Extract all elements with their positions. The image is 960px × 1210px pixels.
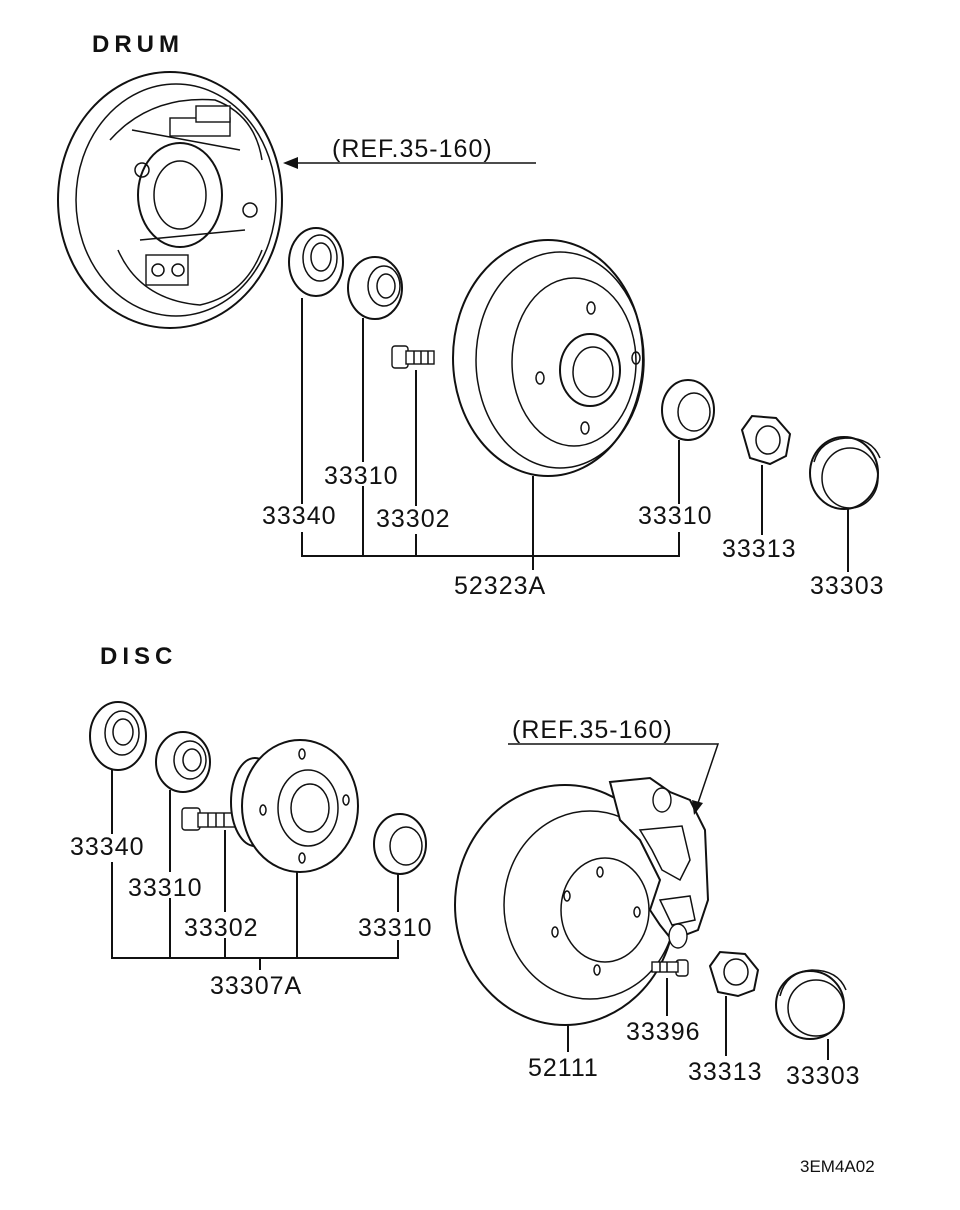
drum-assembly-bracket xyxy=(301,532,680,557)
disc-part-inner-bearing-label: 33310 xyxy=(128,874,203,902)
disc-hub-cap xyxy=(775,969,847,1040)
caliper-bolt xyxy=(651,959,689,977)
drum-part-inner-bearing-label: 33310 xyxy=(324,462,399,490)
drum-part-nut-label: 33313 xyxy=(722,535,797,563)
drum-backing-plate xyxy=(57,71,283,329)
drum-hub-cap xyxy=(809,436,881,510)
drum-ref-arrowhead xyxy=(283,157,298,169)
drum-hub-bolt xyxy=(391,345,435,369)
disc-inner-bearing xyxy=(155,731,211,793)
disc-part-cap-label: 33303 xyxy=(786,1062,861,1090)
disc-part-bolt-label: 33302 xyxy=(184,914,259,942)
disc-outer-bearing xyxy=(373,813,427,875)
disc-part-outer-bearing-label: 33310 xyxy=(358,914,433,942)
disc-hub xyxy=(230,739,359,873)
brake-drum xyxy=(452,239,645,477)
disc-part-rotor-label: 52111 xyxy=(528,1054,599,1082)
drum-part-cap-label: 33303 xyxy=(810,572,885,600)
drum-part-assembly-label: 52323A xyxy=(454,572,546,600)
drum-outer-bearing xyxy=(661,379,715,441)
figure-code: 3EM4A02 xyxy=(800,1157,875,1176)
brake-caliper xyxy=(608,776,710,949)
disc-hub-assembly-bracket xyxy=(111,862,399,959)
disc-ref-label: (REF.35-160) xyxy=(512,716,673,744)
disc-oil-seal xyxy=(89,701,147,771)
disc-header: DISC xyxy=(100,643,177,670)
disc-ref-leader xyxy=(508,743,720,807)
drum-hub-nut xyxy=(740,414,792,466)
drum-header: DRUM xyxy=(92,31,184,58)
disc-part-caliper-bolt-label: 33396 xyxy=(626,1018,701,1046)
drum-inner-bearing xyxy=(347,256,403,320)
disc-part-hub-assembly-label: 33307A xyxy=(210,972,302,1000)
drum-part-seal-label: 33340 xyxy=(262,502,337,530)
drum-oil-seal xyxy=(288,227,344,297)
drum-part-bolt-label: 33302 xyxy=(376,505,451,533)
drum-ref-label: (REF.35-160) xyxy=(332,135,493,163)
drum-part-outer-bearing-label: 33310 xyxy=(638,502,713,530)
disc-part-nut-label: 33313 xyxy=(688,1058,763,1086)
disc-ref-arrowhead xyxy=(692,800,703,815)
disc-part-seal-label: 33340 xyxy=(70,833,145,861)
disc-hub-bolt xyxy=(181,807,237,831)
disc-rotor xyxy=(454,784,677,1026)
disc-hub-nut xyxy=(708,950,760,998)
